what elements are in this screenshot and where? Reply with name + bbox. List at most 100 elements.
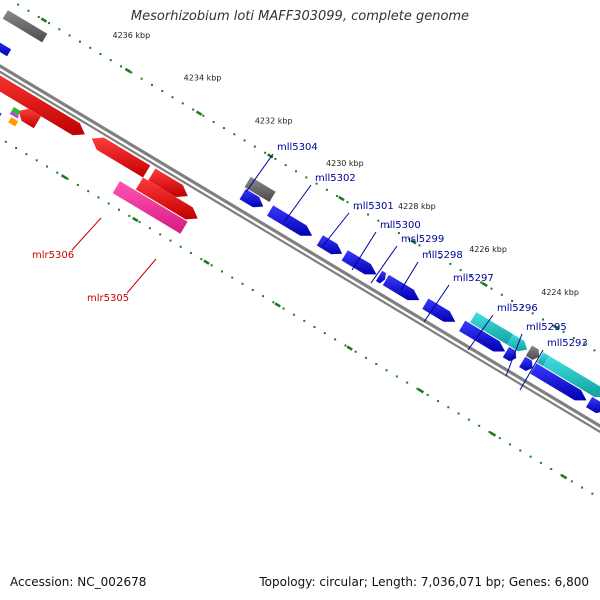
gene-label: mll5293 — [547, 338, 588, 349]
tick-dot — [179, 245, 182, 248]
accession-label: Accession: NC_002678 — [10, 575, 147, 589]
tick-dot — [426, 393, 429, 396]
teal-feature — [506, 334, 528, 352]
tick-label: 4226 kbp — [469, 245, 507, 254]
tick-dash — [124, 67, 132, 74]
tick-dot — [315, 182, 318, 185]
gene-leader-line — [519, 349, 544, 391]
plus-strand-gene — [91, 137, 151, 178]
tick-dot — [539, 461, 542, 464]
tick-dash — [274, 302, 281, 308]
tick-dot — [583, 343, 586, 346]
tick-dot — [478, 424, 481, 427]
tick-label: 4224 kbp — [541, 288, 579, 297]
orange-feature — [8, 117, 19, 127]
tick-dash — [132, 216, 139, 223]
tick-dot — [406, 381, 409, 384]
tick-dot — [552, 324, 555, 327]
tick-label: 4234 kbp — [184, 74, 222, 83]
gray-feature — [2, 10, 48, 43]
gene-label: mlr5306 — [32, 250, 74, 261]
tick-dot — [570, 480, 573, 483]
tick-dot — [169, 239, 172, 242]
tick-dot — [190, 251, 193, 254]
tick-dot — [78, 40, 81, 43]
minus-strand-gene — [341, 250, 377, 275]
tick-dot — [284, 164, 287, 167]
tick-dot — [367, 213, 370, 216]
tick-dot — [35, 159, 38, 162]
tick-dot — [395, 375, 398, 378]
minus-strand-gene — [382, 274, 420, 301]
minus-strand-gene — [519, 356, 533, 371]
tick-dot — [364, 356, 367, 359]
tick-dot — [4, 140, 7, 143]
gene-leader-line — [245, 153, 274, 193]
minus-strand-gene — [0, 42, 12, 57]
tick-dot — [200, 258, 203, 261]
tick-dot — [220, 270, 223, 273]
tick-dot — [303, 319, 306, 322]
tick-dot — [418, 244, 421, 247]
tick-dot — [387, 225, 390, 228]
plus-strand-gene — [18, 108, 41, 129]
tick-dash — [195, 110, 203, 116]
tick-dot — [449, 262, 452, 265]
minus-strand-gene — [422, 298, 456, 322]
gene-label: mll5298 — [422, 250, 463, 261]
tick-dot — [313, 326, 316, 329]
tick-dot — [192, 108, 195, 111]
tick-dot — [97, 196, 100, 199]
genome-summary-label: Topology: circular; Length: 7,036,071 bp… — [259, 575, 589, 589]
tick-dash — [410, 239, 417, 245]
minus-strand-gene — [586, 396, 600, 414]
tick-dot — [591, 492, 594, 495]
tick-dot — [66, 177, 69, 180]
tick-dot — [295, 170, 298, 173]
minus-strand-gene — [316, 235, 343, 255]
tick-dot — [334, 338, 337, 341]
tick-dot — [490, 287, 493, 290]
tick-dot — [480, 281, 483, 284]
tick-dot — [253, 145, 256, 148]
gene-leader-line — [71, 217, 102, 251]
minus-strand-gene — [267, 205, 313, 236]
minus-strand-gene — [459, 320, 506, 352]
minus-strand-gene — [530, 363, 587, 401]
tick-dot — [428, 250, 431, 253]
tick-dot — [408, 238, 411, 241]
tick-dot — [17, 3, 20, 6]
tick-dot — [397, 232, 400, 235]
tick-label: 4236 kbp — [113, 31, 151, 40]
tick-dot — [437, 400, 440, 403]
tick-dot — [509, 443, 512, 446]
tick-dot — [274, 157, 277, 160]
plus-strand-gene — [0, 75, 85, 136]
tick-dot — [385, 369, 388, 372]
map-title: Mesorhizobium loti MAFF303099, complete … — [130, 9, 470, 24]
minus-strand-gene — [375, 270, 387, 284]
gene-leader-line — [400, 261, 419, 291]
tick-dot — [439, 256, 442, 259]
tick-dot — [282, 307, 285, 310]
gene-label: mll5297 — [453, 273, 494, 284]
gene-label: mlr5305 — [87, 293, 129, 304]
tick-dot — [498, 437, 501, 440]
tick-dot — [581, 486, 584, 489]
tick-dash — [267, 153, 274, 159]
tick-dot — [457, 412, 460, 415]
tick-dash — [417, 388, 425, 394]
tick-dot — [469, 275, 472, 278]
purple-feature — [9, 111, 20, 119]
tick-dot — [233, 133, 236, 136]
tick-dot — [529, 455, 532, 458]
tick-dot — [262, 295, 265, 298]
tick-dot — [128, 214, 131, 217]
tick-dot — [377, 219, 380, 222]
tick-dot — [531, 312, 534, 315]
tick-dot — [264, 151, 267, 154]
teal-feature — [542, 355, 600, 397]
tick-dot — [375, 363, 378, 366]
tick-dot — [27, 9, 30, 12]
tick-dot — [99, 52, 102, 55]
